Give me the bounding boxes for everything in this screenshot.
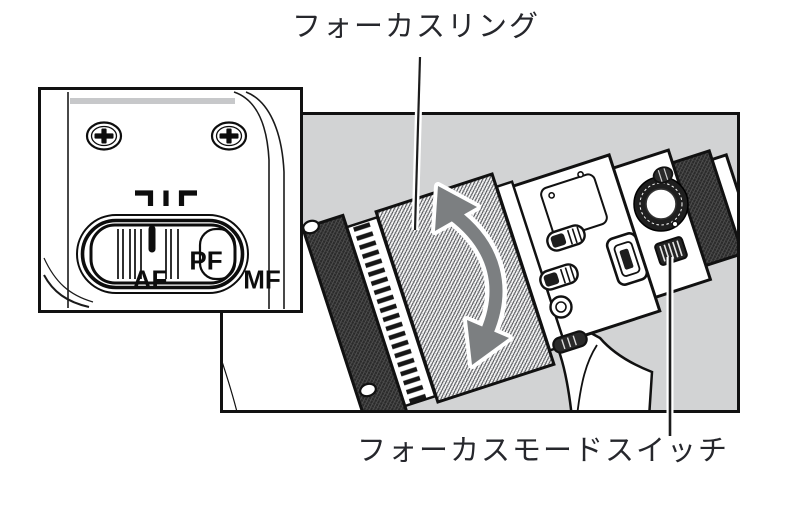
focus-ring-label: フォーカスリング — [292, 11, 541, 43]
lower-switch — [552, 330, 588, 354]
mode-label-mf: MF — [243, 264, 281, 295]
plate-corner — [233, 91, 270, 309]
rotation-arrow-icon — [431, 182, 513, 369]
memory-set-knob — [633, 176, 689, 232]
function-button — [549, 295, 573, 319]
switch-closeup-inset: AF PF MF — [38, 87, 303, 313]
focus-mode-switch-label: フォーカスモードスイッチ — [357, 435, 730, 467]
barrel-curves — [43, 257, 94, 308]
lens-hood — [223, 216, 374, 410]
mode-position-marks — [135, 190, 197, 206]
barrel-switch — [539, 263, 579, 291]
rear-knurled-button — [652, 166, 674, 184]
rear-screw-icon — [671, 220, 679, 228]
band-screw-icon — [359, 382, 377, 398]
inset-drawing — [43, 91, 285, 309]
lens-illustration — [223, 148, 737, 410]
leader-line-focus-ring — [411, 56, 424, 231]
phillips-screw-icon — [85, 121, 123, 151]
phillips-screw-icon — [210, 121, 248, 151]
barrel-switch — [546, 224, 586, 252]
focus-mode-switch — [652, 234, 690, 268]
mode-label-pf: PF — [189, 245, 223, 276]
plate-corner — [245, 91, 285, 309]
focus-mode-slider — [76, 214, 249, 294]
plate-shading — [70, 98, 235, 104]
slider-thumb — [198, 227, 237, 281]
mode-label-af: AF — [132, 264, 168, 295]
accessory-port — [605, 232, 649, 286]
